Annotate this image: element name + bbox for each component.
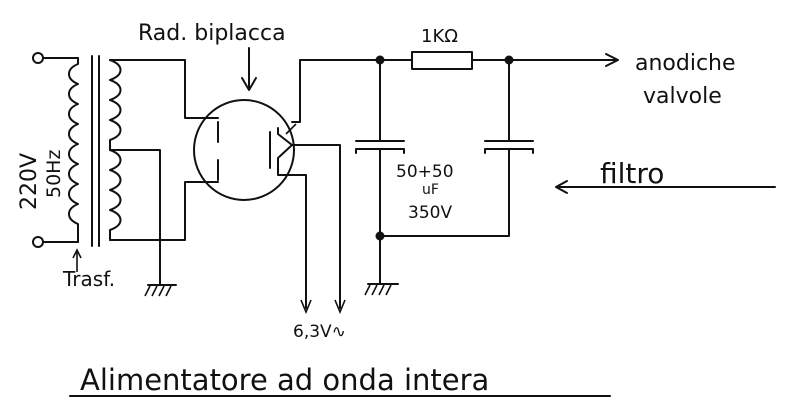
resistor-1k (411, 51, 473, 70)
filter-label: filtro (600, 157, 664, 190)
output-label-line1: anodiche (635, 51, 736, 76)
capacitor-value-label: 50+50 (396, 162, 454, 182)
rectifier-tube (193, 47, 381, 315)
ground-symbol-filter (364, 283, 399, 296)
resistor-label: 1KΩ (421, 26, 458, 47)
output-label-line2: valvole (643, 84, 722, 109)
mains-input (32, 52, 79, 248)
mains-terminal-bottom (32, 236, 44, 248)
capacitor-voltage-label: 350V (408, 203, 452, 223)
primary-winding (68, 57, 79, 243)
tube-label: Rad. biplacca (138, 21, 286, 46)
ground-symbol-transformer (144, 284, 177, 297)
tube-envelope (193, 99, 295, 201)
secondary-lead-top (109, 59, 199, 119)
secondary-winding-lower (109, 149, 122, 241)
transformer (68, 55, 199, 297)
heater-filament (277, 127, 293, 167)
filter-pointer-arrow (555, 180, 776, 194)
center-tap-lead (109, 149, 161, 286)
mains-terminal-top (32, 52, 44, 64)
heater-voltage-label: 6,3V∿ (293, 322, 346, 342)
transformer-pointer-arrow (72, 248, 82, 272)
heater-lead-1 (277, 165, 307, 309)
diagram-title: Alimentatore ad onda intera (80, 363, 489, 397)
mains-frequency-label: 50Hz (43, 150, 65, 198)
output-arrow (605, 53, 619, 67)
secondary-lead-bottom (109, 181, 199, 241)
transformer-label: Trasf. (62, 267, 115, 291)
capacitor-unit-label: uF (422, 182, 439, 198)
mains-voltage-label: 220V (17, 153, 42, 210)
tube-pointer-arrow (241, 47, 257, 91)
heater-lead-2 (291, 144, 341, 309)
secondary-winding-upper (109, 59, 122, 151)
filter-section (355, 51, 619, 296)
